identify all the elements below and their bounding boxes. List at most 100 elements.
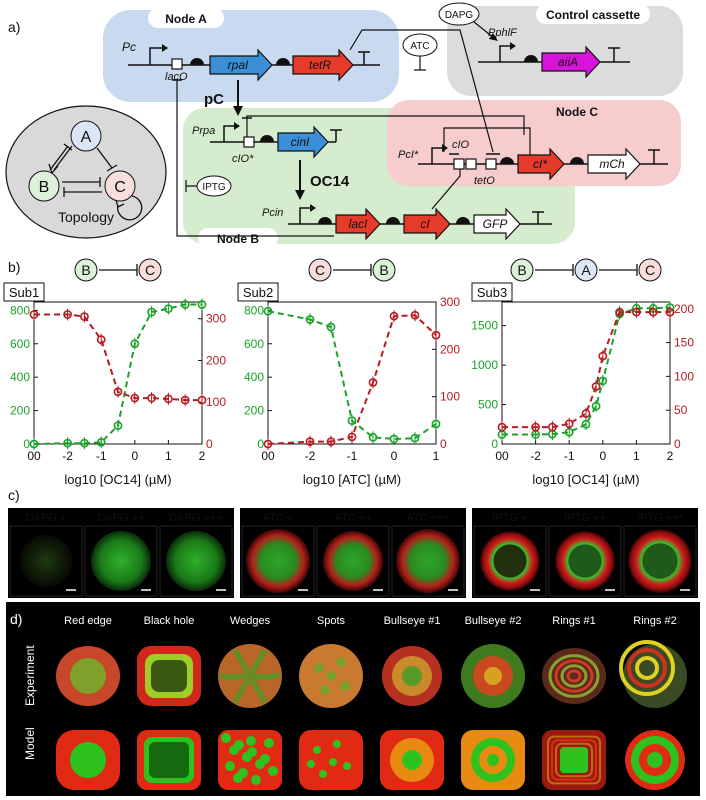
topology-node-label: B [81, 262, 90, 278]
left-tick-label: 0 [491, 437, 498, 451]
gene-aiiA: aiiA [558, 55, 578, 69]
series-line-green [267, 310, 437, 441]
model-spot [307, 760, 315, 768]
x-tick-label: -2 [305, 449, 316, 463]
panel-c-label: c) [8, 487, 20, 503]
promoter-rpa: Prpa [192, 125, 215, 137]
data-point-red [598, 351, 608, 361]
wedge [247, 648, 268, 678]
lacO-operator-icon [171, 58, 183, 70]
data-point-red [113, 387, 123, 397]
control-cassette-box [447, 6, 683, 96]
data-point-green [347, 416, 357, 426]
model-patch [225, 761, 235, 771]
atc-label: ATC [410, 41, 429, 52]
x-tick-label: 00 [495, 449, 509, 463]
pattern-column-label: Rings #1 [552, 615, 595, 627]
data-point-red [130, 393, 140, 403]
model-patch [268, 766, 278, 776]
gene-cinI: cinI [291, 135, 310, 149]
x-axis-label: log10 [OC14] (µM) [532, 472, 639, 487]
wedge [232, 674, 253, 704]
operator-tetO: tetO [474, 175, 495, 187]
right-tick-label: 300 [206, 312, 226, 326]
data-point-green [263, 306, 273, 316]
colony-image [323, 531, 383, 591]
lacI-gene-icon [335, 207, 381, 241]
sub-tag-box [237, 282, 279, 302]
right-tick-label: 100 [440, 390, 460, 404]
colony-core [70, 658, 106, 694]
x-tick-label: 0 [131, 449, 138, 463]
data-point-red [80, 312, 89, 322]
model-patch [255, 759, 265, 769]
topology-node-label: C [315, 262, 325, 278]
sub-tag: Sub2 [243, 285, 273, 300]
iptg-label: IPTG [202, 182, 226, 193]
data-point-red [665, 307, 675, 317]
data-point-green [130, 339, 140, 349]
condition-label: DAPG ++ [97, 512, 144, 524]
topology-node-label: A [581, 262, 591, 278]
data-point-red [263, 439, 273, 449]
sub-tag: Sub3 [477, 285, 507, 300]
data-point-green [96, 437, 106, 447]
panel-a: a) Node A Control cassette Node C Node B… [5, 2, 683, 248]
node-a-title: Node A [165, 12, 207, 26]
colony-image [166, 531, 226, 591]
data-point-red [389, 311, 399, 321]
topology-title: Topology [58, 209, 114, 225]
model-ring [647, 752, 663, 768]
topology-node-label: C [645, 262, 655, 278]
colony-core [493, 544, 527, 578]
data-point-red [615, 307, 624, 317]
condition-label: ATC + [263, 512, 294, 524]
right-tick-label: 0 [674, 437, 681, 451]
left-tick-label: 1500 [471, 319, 498, 333]
left-tick-label: 400 [244, 370, 264, 384]
condition-label: ATC ++ [334, 512, 371, 524]
cI-gene-icon [403, 207, 451, 241]
x-tick-label: -2 [62, 449, 73, 463]
promoter-cin: Pcin [262, 207, 283, 219]
mCh-gene-icon [587, 147, 641, 181]
x-axis-label: log10 [OC14] (µM) [64, 472, 171, 487]
topology-inset: A B C Topology [5, 105, 167, 239]
aiiA-gene-icon [541, 45, 601, 79]
colony-image [246, 529, 310, 593]
data-point-red [147, 393, 156, 403]
model-spot [313, 746, 321, 754]
model-ring [551, 739, 597, 781]
data-point-red [63, 310, 72, 319]
ring [619, 640, 675, 696]
topology-node-label: B [379, 262, 388, 278]
data-point-green [389, 434, 399, 444]
experiment-image [619, 640, 687, 708]
gfp-gene-icon [473, 207, 521, 241]
topology-label-c: C [114, 179, 126, 196]
data-point-red [29, 310, 39, 319]
node-b-upper-construct: Prpa cIO* cinI [192, 115, 525, 165]
topology-node [308, 258, 332, 282]
data-point-red [497, 422, 507, 432]
data-point-red [632, 307, 641, 317]
series-line-green [502, 306, 671, 436]
x-tick-label: 2 [199, 449, 206, 463]
operator-cIO: cIO [452, 139, 470, 151]
cinI-gene-icon [277, 125, 329, 159]
rbs-icon [190, 58, 204, 65]
iptg-inducer [196, 175, 232, 197]
dapg-inducer [438, 2, 480, 26]
ring [635, 656, 659, 680]
wedge [232, 648, 253, 678]
sub-tag-box [3, 282, 45, 302]
model-image [625, 730, 685, 790]
control-promoter: PphlF [488, 27, 518, 39]
model-core [560, 747, 588, 773]
topology-label-a: A [81, 129, 92, 146]
x-tick-label: 00 [261, 449, 275, 463]
model-patch [251, 775, 261, 785]
